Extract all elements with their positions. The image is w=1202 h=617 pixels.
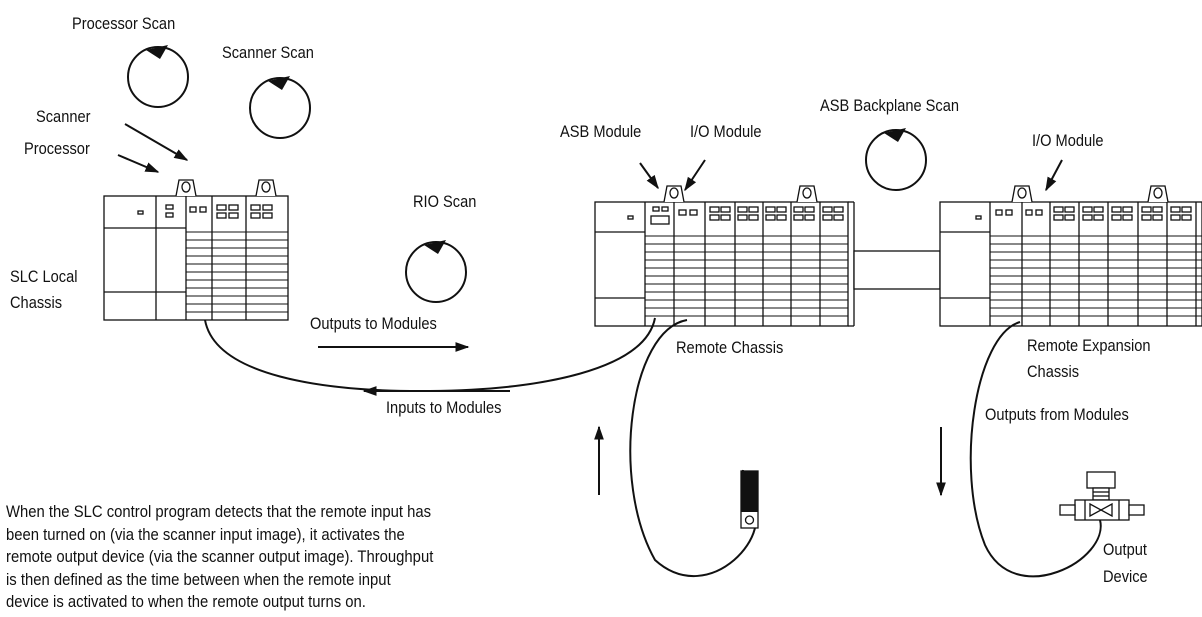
inputs-to-modules-label: Inputs to Modules	[386, 398, 502, 417]
io-module-expansion-pointer-arrow	[1045, 159, 1063, 192]
remote-input-device-icon	[740, 470, 759, 529]
slc-local-chassis-label-line2: Chassis	[10, 293, 63, 312]
asb-backplane-scan-cycle-icon	[865, 128, 927, 191]
description-line: When the SLC control program detects tha…	[6, 503, 432, 521]
rio-scan-label: RIO Scan	[413, 192, 477, 211]
slc-local-chassis-label-line1: SLC Local	[10, 267, 78, 286]
remote-expansion-chassis-label-line1: Remote Expansion	[1027, 336, 1151, 355]
remote-expansion-chassis-label-line2: Chassis	[1027, 362, 1080, 381]
io-module-expansion-label: I/O Module	[1032, 131, 1104, 150]
processor-label: Processor	[24, 139, 90, 158]
output-device-label-line1: Output	[1103, 540, 1147, 559]
slc-local-chassis	[103, 179, 289, 321]
asb-backplane-scan-label: ASB Backplane Scan	[820, 96, 959, 115]
description-line: been turned on (via the scanner input im…	[6, 525, 405, 544]
description-line: remote output device (via the scanner ou…	[6, 548, 434, 566]
remote-chassis	[594, 185, 855, 327]
asb-module-label: ASB Module	[560, 122, 642, 141]
processor-pointer-arrow	[117, 154, 160, 173]
outputs-to-modules-label: Outputs to Modules	[310, 314, 437, 333]
scanner-scan-cycle-icon	[249, 76, 311, 139]
output-device-label-line2: Device	[1103, 567, 1148, 586]
scanner-scan-label: Scanner Scan	[222, 43, 314, 62]
outputs-from-modules-label: Outputs from Modules	[985, 405, 1129, 424]
io-module-remote-pointer-arrow	[684, 159, 706, 192]
output-wiring-loop	[969, 321, 1102, 578]
processor-scan-label: Processor Scan	[72, 14, 176, 33]
description-line: device is activated to when the remote o…	[6, 593, 366, 611]
remote-expansion-chassis	[939, 185, 1202, 327]
input-wiring-loop	[629, 319, 757, 577]
throughput-description: When the SLC control program detects tha…	[6, 501, 564, 614]
processor-scan-cycle-icon	[127, 45, 189, 108]
description-line: is then defined as the time between when…	[6, 570, 391, 589]
io-module-remote-label: I/O Module	[690, 122, 762, 141]
output-device-icon	[1059, 471, 1145, 521]
remote-chassis-label: Remote Chassis	[676, 338, 784, 357]
expansion-cable	[853, 250, 941, 290]
scanner-pointer-arrow	[124, 123, 189, 161]
rio-scan-cycle-icon	[405, 240, 467, 303]
scanner-label: Scanner	[36, 107, 91, 126]
asb-module-pointer-arrow	[639, 162, 659, 190]
pointer-arrows	[117, 123, 1063, 192]
